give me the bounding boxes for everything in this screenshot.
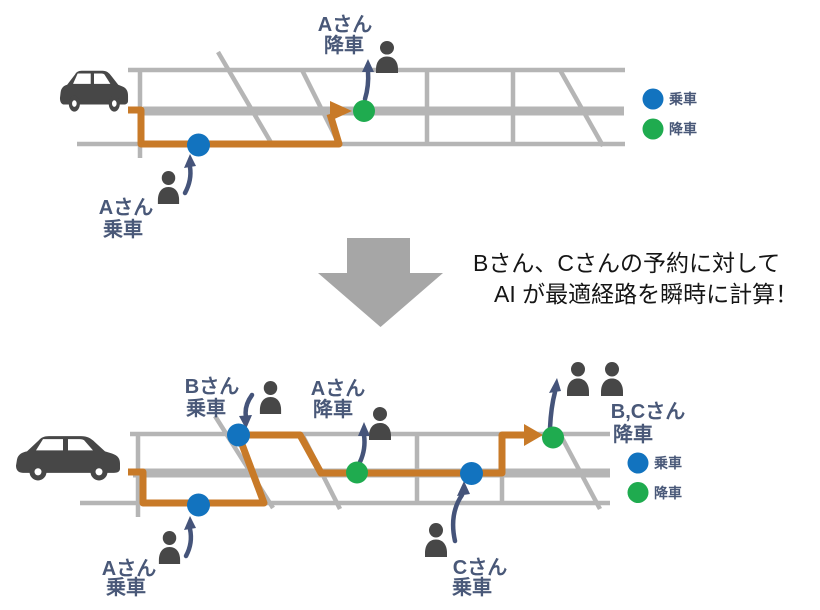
legend-bottom: 乗車 降車 [627, 452, 682, 503]
stop-dot-a-alight [346, 461, 368, 484]
alight-arrowhead-icon [362, 59, 374, 72]
board-arrow-icon [243, 392, 255, 420]
label-a-board: Aさん [99, 196, 153, 219]
board-arrow-icon [183, 526, 194, 559]
board-arrowhead-icon [184, 516, 196, 530]
legend-alight-icon [642, 118, 664, 140]
legend-board-icon [627, 452, 649, 474]
label-b-board: Bさん [185, 375, 239, 398]
board-arrow-icon [182, 164, 193, 196]
bottom-map: Bさん 乗車 Aさん 降車 B,Cさん 降車 Aさん 乗車 Cさん 乗車 乗車 … [16, 362, 685, 599]
person-icon [601, 362, 623, 396]
label-a-alight: Aさん [318, 13, 372, 36]
car-icon [59, 70, 129, 112]
label-a-board: 乗車 [103, 217, 143, 241]
big-down-arrow-icon [318, 238, 443, 327]
person-icon [567, 362, 589, 396]
legend-alight-label: 降車 [669, 121, 697, 137]
legend-board-label: 乗車 [653, 455, 682, 471]
road-diagonal [216, 50, 275, 148]
person-icon [376, 40, 398, 73]
stop-dot-a-alight [353, 100, 375, 122]
label-b-board: 乗車 [186, 396, 226, 420]
legend-alight-icon [627, 482, 649, 503]
person-icon [259, 381, 282, 414]
transition-text-line1: Bさん、Cさんの予約に対して [473, 250, 780, 276]
alight-arrow-icon [362, 68, 371, 102]
board-arrow-icon [450, 492, 465, 544]
stop-dot-b-board [227, 423, 250, 447]
legend-alight-label: 降車 [654, 485, 682, 501]
stop-dot-bc-alight [542, 426, 564, 449]
label-a-alight: 降車 [324, 33, 364, 57]
label-a-board: Aさん [102, 557, 156, 580]
label-a-board: 乗車 [106, 575, 146, 599]
top-map: Aさん 降車 Aさん 乗車 乗車 降車 [59, 13, 697, 241]
car-icon [16, 436, 120, 481]
legend-board-icon [642, 88, 664, 110]
board-arrowhead-icon [184, 154, 196, 168]
route-arrowhead-icon [524, 424, 543, 446]
legend-board-label: 乗車 [668, 91, 697, 107]
label-c-board: Cさん [453, 556, 507, 579]
person-icon [158, 531, 181, 564]
board-arrowhead-icon [457, 481, 470, 496]
road-diagonal [558, 432, 602, 511]
person-icon [157, 171, 180, 204]
label-c-board: 乗車 [452, 575, 492, 599]
route-arrowhead-icon [330, 101, 352, 121]
route-line [128, 106, 343, 148]
transition-text-line2: AI が最適経路を瞬時に計算！ [494, 281, 798, 307]
label-a-alight: Aさん [311, 377, 365, 400]
alight-arrow-icon [357, 432, 367, 465]
alight-arrowhead-icon [358, 422, 370, 436]
alight-arrow-icon [547, 389, 558, 431]
label-bc-alight: B,Cさん [611, 400, 685, 423]
legend-top: 乗車 降車 [642, 88, 697, 140]
board-arrowhead-icon [239, 415, 252, 429]
person-icon [369, 407, 391, 440]
route-line [128, 431, 524, 507]
road-diagonal [558, 68, 605, 148]
stop-dot-a-board [187, 133, 210, 157]
transition-section: Bさん、Cさんの予約に対して AI が最適経路を瞬時に計算！ [318, 238, 798, 327]
label-a-alight: 降車 [313, 397, 353, 421]
stop-dot-a-board [187, 493, 210, 517]
person-icon [425, 523, 447, 557]
label-bc-alight: 降車 [613, 422, 653, 446]
stop-dot-c-board [460, 462, 483, 485]
alight-arrowhead-icon [549, 378, 561, 393]
